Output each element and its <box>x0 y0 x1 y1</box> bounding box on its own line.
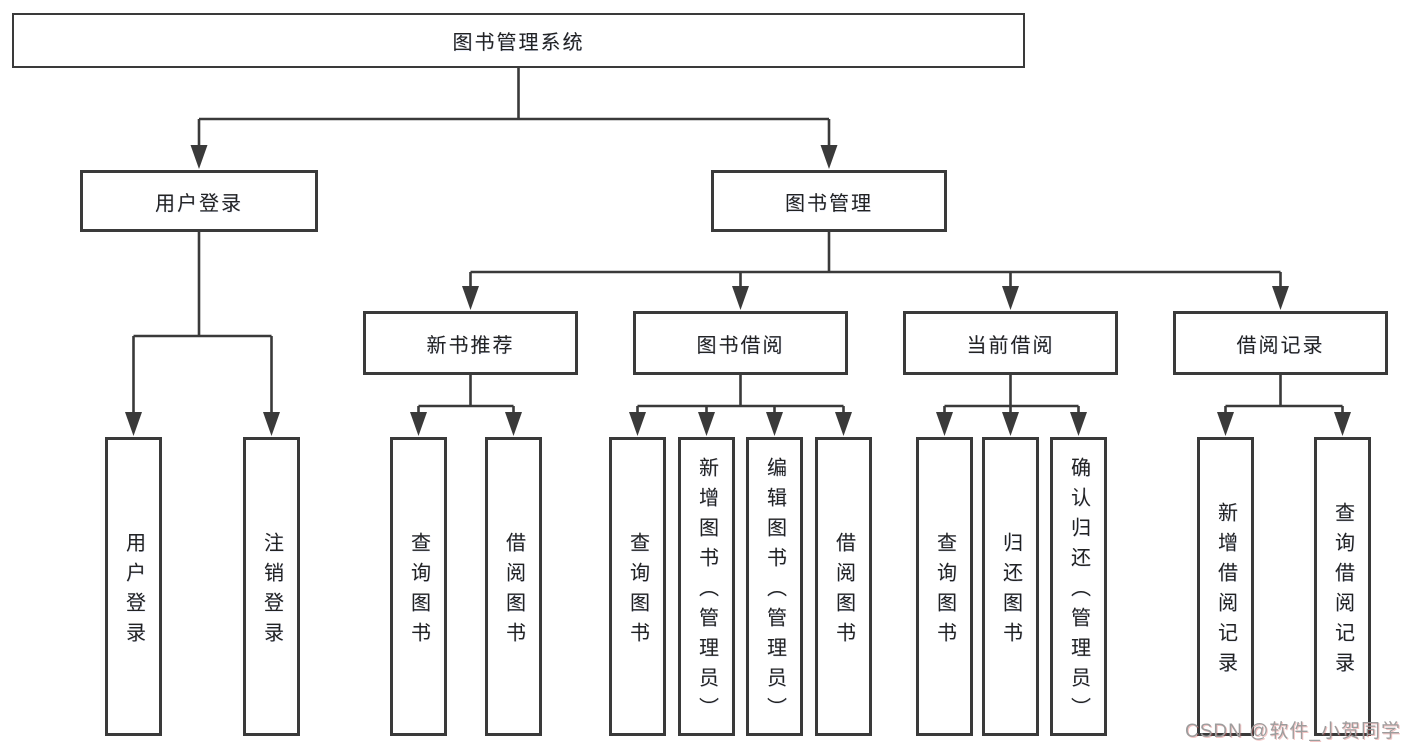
node-user-login: 用户登录 <box>80 170 318 232</box>
connector-user-login-to-leaves <box>125 232 280 436</box>
connector-book-borrow-to-leaves <box>629 375 852 436</box>
leaf-nbr-query-books-label: 查询图书 <box>407 531 430 652</box>
node-book-management: 图书管理 <box>711 170 947 232</box>
node-borrow-records-label: 借阅记录 <box>1236 334 1325 357</box>
leaf-cb-query-books: 查询图书 <box>916 437 973 736</box>
watermark: CSDN @软件_小贺同学 <box>1185 721 1401 742</box>
node-new-book-recommend-label: 新书推荐 <box>426 334 515 357</box>
leaf-user-login: 用户登录 <box>105 437 162 736</box>
node-current-borrow-label: 当前借阅 <box>966 334 1055 357</box>
leaf-bb-query-books-label: 查询图书 <box>626 531 649 652</box>
node-user-login-label: 用户登录 <box>155 192 243 215</box>
leaf-br-add-record-label: 新增借阅记录 <box>1214 501 1237 682</box>
node-borrow-records: 借阅记录 <box>1173 311 1388 375</box>
node-root-label: 图书管理系统 <box>452 32 585 54</box>
leaf-br-query-record: 查询借阅记录 <box>1314 437 1371 736</box>
leaf-br-query-record-label: 查询借阅记录 <box>1331 501 1354 682</box>
leaf-bb-borrow-books-label: 借阅图书 <box>832 531 855 652</box>
node-root: 图书管理系统 <box>12 13 1025 68</box>
connector-current-borrow-to-leaves <box>936 375 1087 436</box>
connector-book-management-to-level3 <box>462 232 1289 310</box>
leaf-nbr-borrow-books-label: 借阅图书 <box>502 531 525 652</box>
connector-root-to-level2 <box>190 68 838 169</box>
leaf-bb-edit-books-admin: 编辑图书（管理员） <box>746 437 803 736</box>
leaf-logout-login: 注销登录 <box>243 437 300 736</box>
node-current-borrow: 当前借阅 <box>903 311 1118 375</box>
leaf-cb-query-books-label: 查询图书 <box>933 531 956 652</box>
leaf-user-login-label: 用户登录 <box>122 531 145 652</box>
leaf-bb-add-books-admin-label: 新增图书（管理员） <box>695 456 718 727</box>
node-book-borrow-label: 图书借阅 <box>696 334 785 357</box>
leaf-nbr-borrow-books: 借阅图书 <box>485 437 542 736</box>
leaf-bb-add-books-admin: 新增图书（管理员） <box>678 437 735 736</box>
leaf-br-add-record: 新增借阅记录 <box>1197 437 1254 736</box>
leaf-cb-return-books: 归还图书 <box>982 437 1039 736</box>
leaf-cb-return-books-label: 归还图书 <box>999 531 1022 652</box>
leaf-nbr-query-books: 查询图书 <box>390 437 447 736</box>
connector-new-book-recommend-to-leaves <box>410 375 522 436</box>
leaf-bb-query-books: 查询图书 <box>609 437 666 736</box>
node-new-book-recommend: 新书推荐 <box>363 311 578 375</box>
leaf-bb-borrow-books: 借阅图书 <box>815 437 872 736</box>
leaf-cb-confirm-return-admin: 确认归还（管理员） <box>1050 437 1107 736</box>
leaf-logout-login-label: 注销登录 <box>260 531 283 652</box>
connector-borrow-records-to-leaves <box>1217 375 1351 436</box>
node-book-management-label: 图书管理 <box>785 192 873 215</box>
node-book-borrow: 图书借阅 <box>633 311 848 375</box>
leaf-bb-edit-books-admin-label: 编辑图书（管理员） <box>763 456 786 727</box>
leaf-cb-confirm-return-admin-label: 确认归还（管理员） <box>1067 456 1090 727</box>
